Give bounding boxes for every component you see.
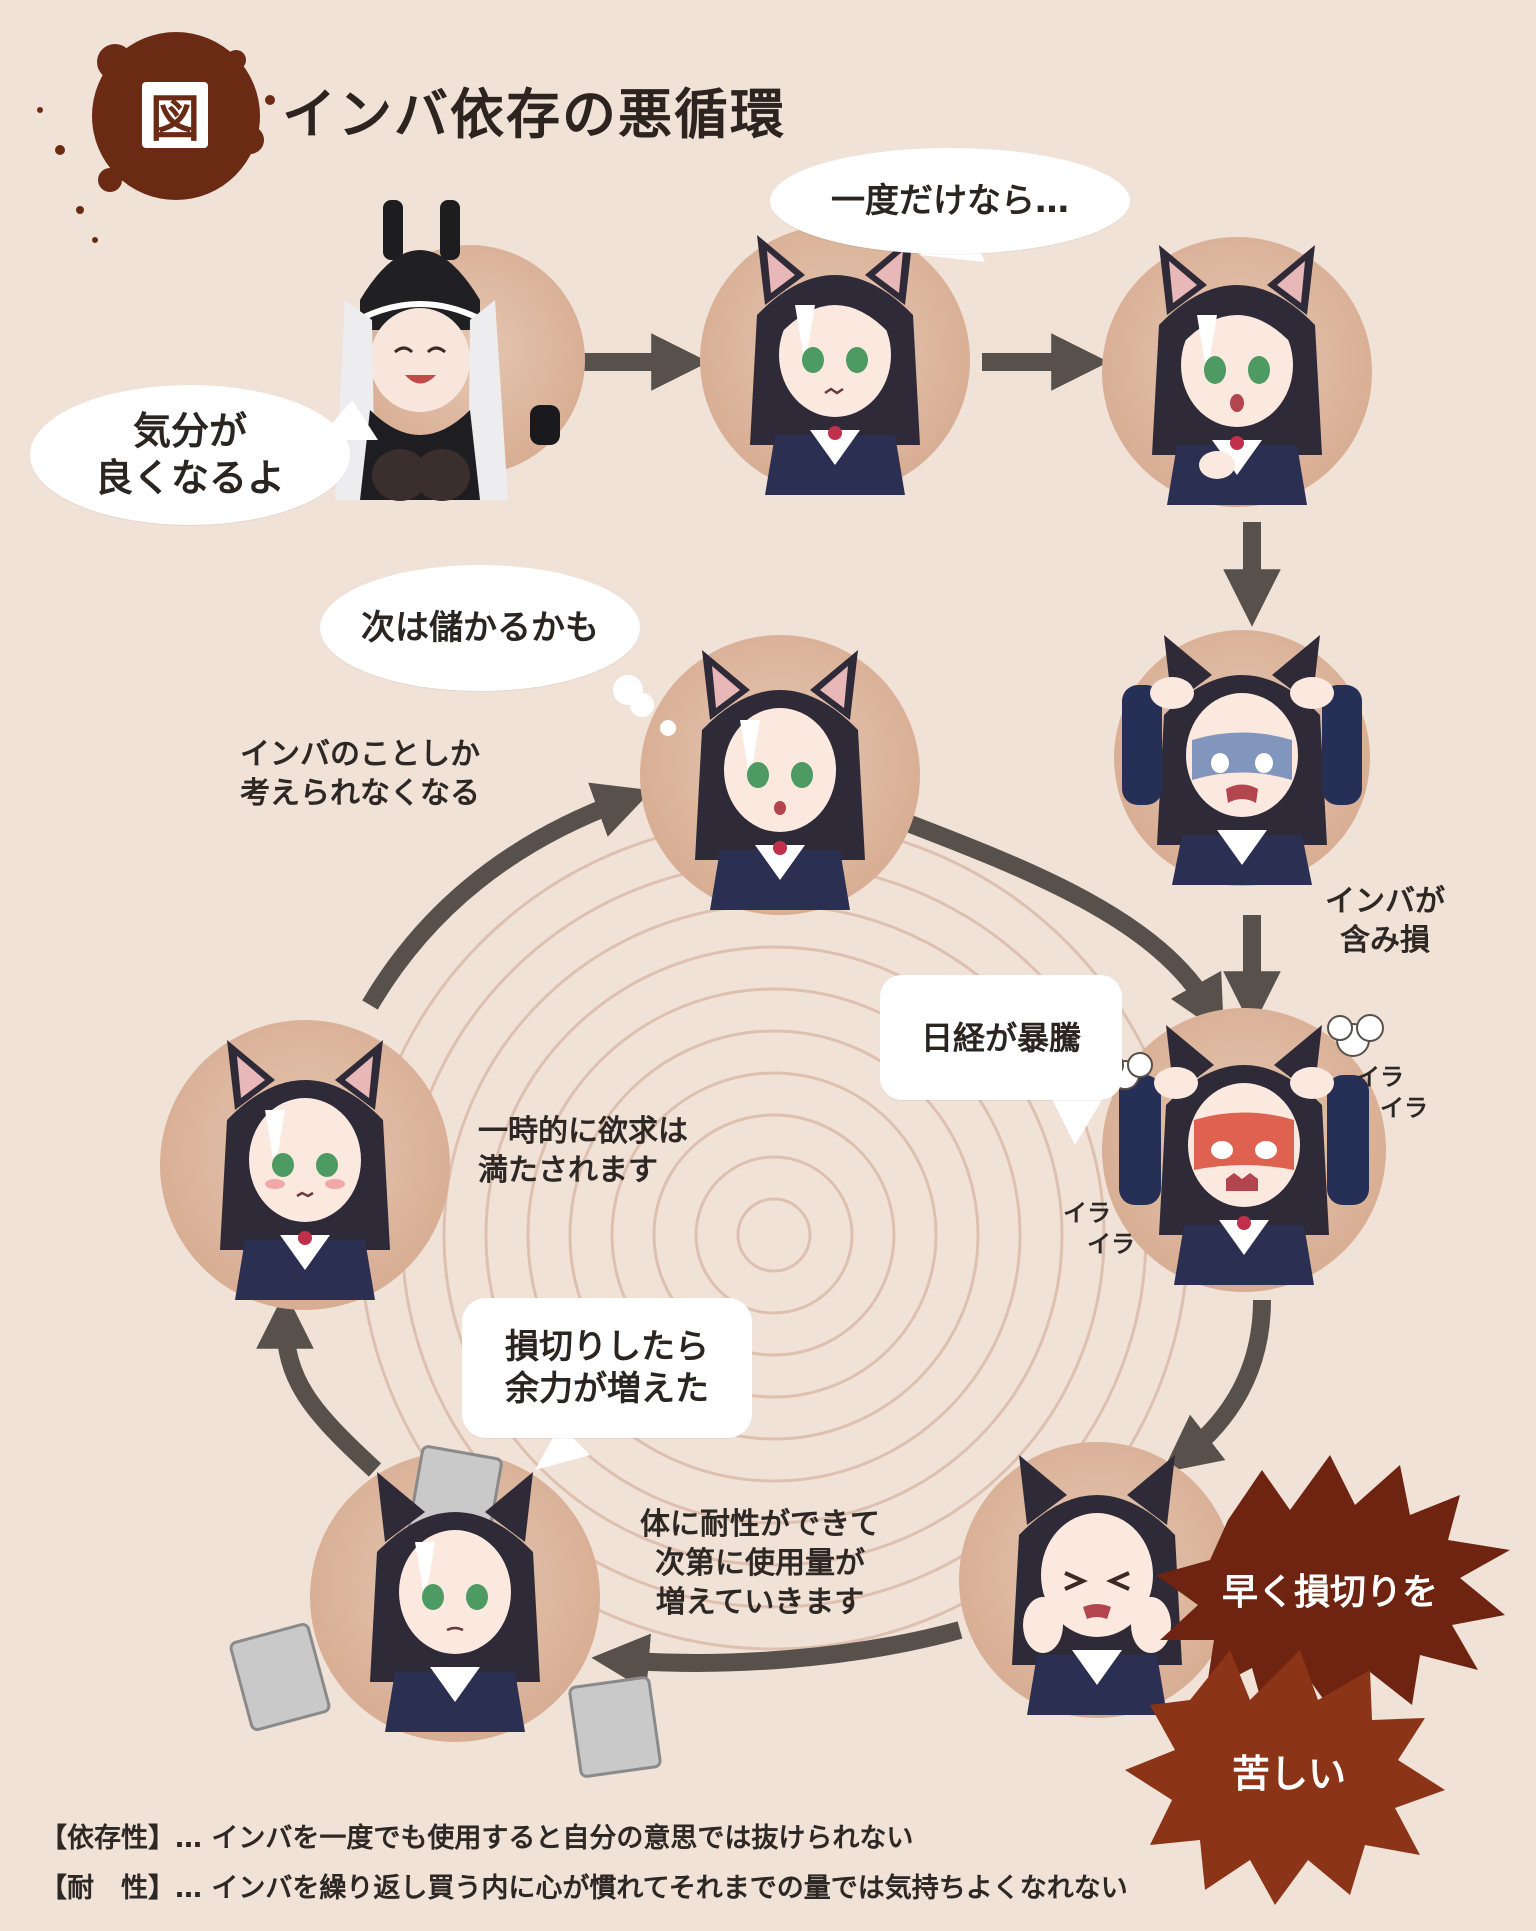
catgirl-angry-icon bbox=[1119, 1025, 1369, 1285]
label-irritated-top: イラ イラ bbox=[1356, 1063, 1428, 1123]
catgirl-hopeful-icon bbox=[695, 650, 865, 910]
speech-bubble-nikkei: 日経が暴騰 bbox=[880, 975, 1122, 1100]
thought-bubble-next-profit: 次は儲かるかも bbox=[320, 565, 640, 691]
speech-bubble-dealer: 気分が 良くなるよ bbox=[30, 385, 350, 525]
catgirl-relieved-icon bbox=[229, 1445, 662, 1778]
label-loss: インバが 含み損 bbox=[1325, 884, 1445, 958]
footnote-dependency: 【依存性】… インバを一度でも使用すると自分の意思では抜けられない bbox=[40, 1823, 914, 1854]
speech-bubble-cut-loss: 損切りしたら 余力が増えた bbox=[462, 1298, 752, 1438]
catgirl-hesitant-icon bbox=[750, 235, 920, 495]
thought-dots bbox=[613, 675, 676, 736]
burst-pain bbox=[1125, 1650, 1445, 1905]
speech-bubble-first-time: 一度だけなら… bbox=[770, 148, 1130, 254]
dealer-character-icon bbox=[335, 200, 560, 501]
label-tolerance: 体に耐性ができて 次第に使用量が 増えていきます bbox=[640, 1507, 880, 1620]
page-title: インバ依存の悪循環 bbox=[282, 83, 786, 146]
label-irritated-bottom: イラ イラ bbox=[1063, 1199, 1135, 1259]
footnote-tolerance: 【耐 性】… インバを繰り返し買う内に心が慣れてそれまでの量では気持ちよくなれな… bbox=[40, 1873, 1128, 1904]
flow-arrows bbox=[256, 333, 1281, 1692]
catgirl-shocked-icon bbox=[1122, 635, 1362, 885]
title-badge: 図 bbox=[142, 82, 208, 148]
label-obsess: インバのことしか 考えられなくなる bbox=[240, 737, 480, 811]
burst-text-hurry: 早く損切りを bbox=[1222, 1572, 1439, 1613]
catgirl-content-icon bbox=[220, 1040, 390, 1300]
burst-hurry bbox=[1156, 1455, 1510, 1722]
catgirl-surprised-icon bbox=[1152, 245, 1322, 505]
label-satisfied: 一時的に欲求は 満たされます bbox=[478, 1114, 688, 1188]
burst-text-pain: 苦しい bbox=[1232, 1752, 1347, 1796]
catgirl-pained-icon bbox=[1012, 1455, 1182, 1715]
